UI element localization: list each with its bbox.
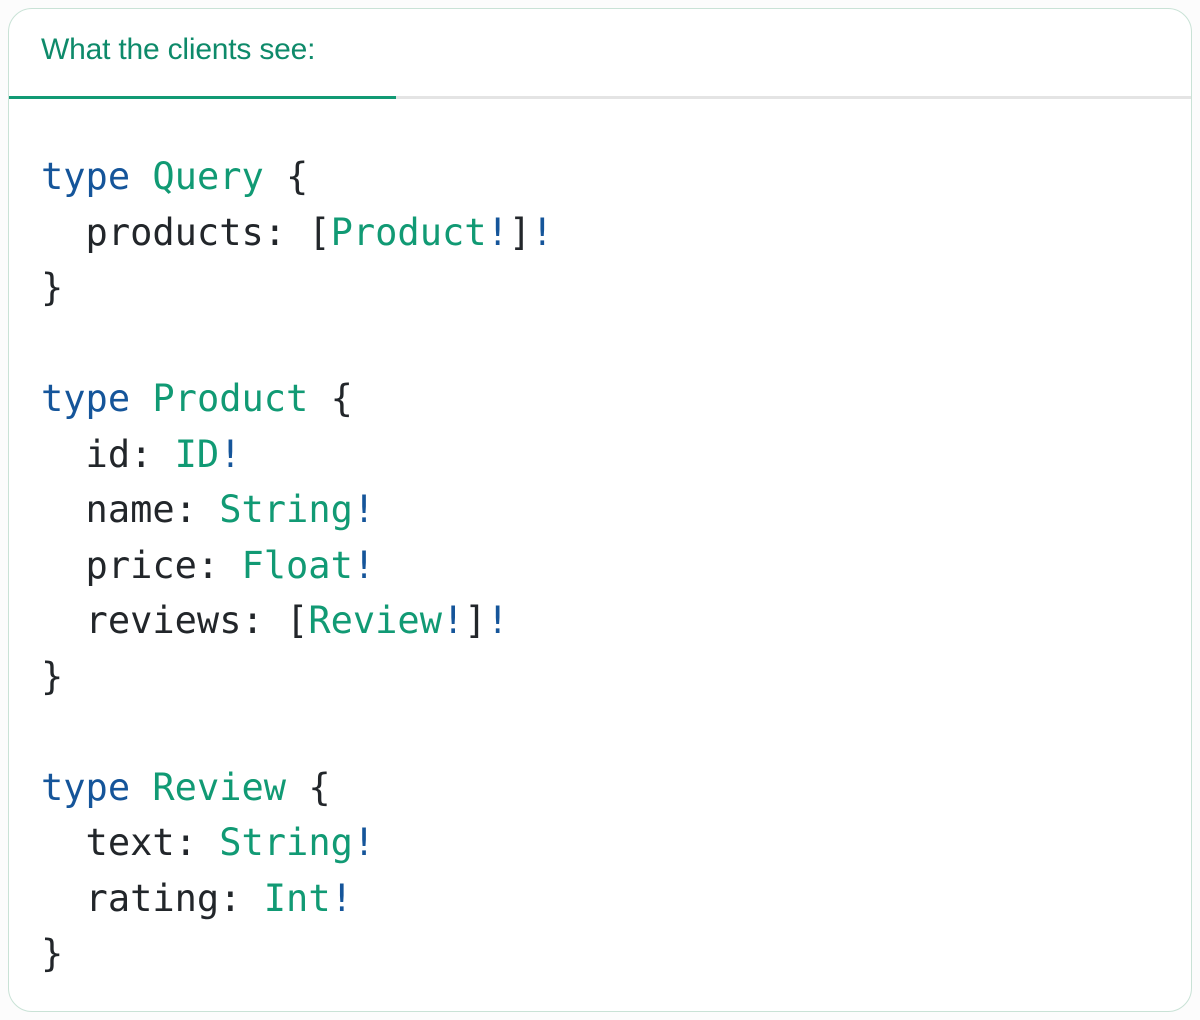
code-token-nonnull: !: [330, 876, 353, 920]
code-token-plain: products: [: [41, 210, 331, 254]
code-line: }: [41, 649, 1159, 705]
tab-what-clients-see[interactable]: What the clients see:: [41, 33, 315, 66]
code-token-plain: }: [41, 654, 64, 698]
code-token-keyword: type: [41, 377, 131, 420]
code-line: products: [Product!]!: [41, 205, 1159, 261]
code-token-plain: {: [308, 377, 353, 420]
code-content: type Query { products: [Product!]!} type…: [41, 149, 1159, 982]
code-line: text: String!: [41, 815, 1159, 871]
code-token-keyword: type: [41, 765, 131, 809]
code-token-nonnull: !: [486, 599, 509, 642]
schema-card: What the clients see: type Query { produ…: [8, 8, 1192, 1012]
code-token-typename: Review: [152, 765, 287, 809]
code-token-plain: [130, 766, 152, 809]
code-line: price: Float!: [41, 538, 1159, 594]
code-line: }: [41, 926, 1159, 982]
code-token-plain: rating:: [41, 876, 264, 920]
code-token-plain: [130, 377, 152, 420]
code-token-plain: reviews: [: [41, 599, 309, 642]
code-token-typename: Product: [152, 377, 309, 420]
code-token-plain: price:: [41, 543, 242, 587]
code-token-nonnull: !: [352, 488, 376, 531]
code-token-plain: name:: [41, 488, 220, 531]
code-token-plain: id:: [41, 432, 175, 476]
code-token-typename: Int: [263, 876, 331, 920]
code-token-typename: String: [219, 488, 353, 531]
tab-underline-track: [9, 96, 1191, 99]
code-line: reviews: [Review!]!: [41, 593, 1159, 649]
code-token-typename: ID: [174, 432, 220, 476]
code-token-typename: Query: [152, 155, 264, 198]
code-token-typename: String: [219, 821, 353, 864]
code-token-nonnull: !: [352, 821, 376, 864]
code-token-nonnull: !: [219, 432, 242, 476]
code-line: rating: Int!: [41, 871, 1159, 927]
code-token-plain: {: [286, 765, 331, 809]
code-token-plain: ]: [464, 599, 487, 642]
code-token-typename: Product: [330, 210, 487, 254]
tab-label: What the clients see:: [41, 33, 316, 66]
card-header: What the clients see:: [9, 9, 1191, 99]
code-token-plain: ]: [508, 210, 532, 254]
code-token-plain: text:: [41, 821, 220, 864]
code-token-plain: {: [263, 155, 309, 198]
code-line: type Review {: [41, 760, 1159, 816]
code-token-nonnull: !: [441, 599, 465, 642]
code-line: id: ID!: [41, 427, 1159, 483]
code-line: type Query {: [41, 149, 1159, 205]
code-token-typename: Float: [241, 543, 353, 587]
code-token-nonnull: !: [531, 210, 554, 254]
graphql-schema-code-block: type Query { products: [Product!]!} type…: [9, 99, 1191, 1011]
code-line: name: String!: [41, 482, 1159, 538]
code-token-nonnull: !: [486, 210, 509, 254]
tab-underline-active-indicator: [9, 96, 396, 99]
code-token-plain: }: [41, 932, 64, 975]
code-token-plain: [130, 155, 152, 198]
code-line: [41, 704, 1159, 760]
code-line: type Product {: [41, 371, 1159, 427]
code-line: [41, 316, 1159, 372]
code-token-nonnull: !: [352, 543, 376, 587]
code-token-plain: }: [41, 266, 64, 309]
code-line: }: [41, 260, 1159, 316]
code-token-typename: Review: [308, 599, 442, 642]
code-token-keyword: type: [41, 155, 131, 198]
